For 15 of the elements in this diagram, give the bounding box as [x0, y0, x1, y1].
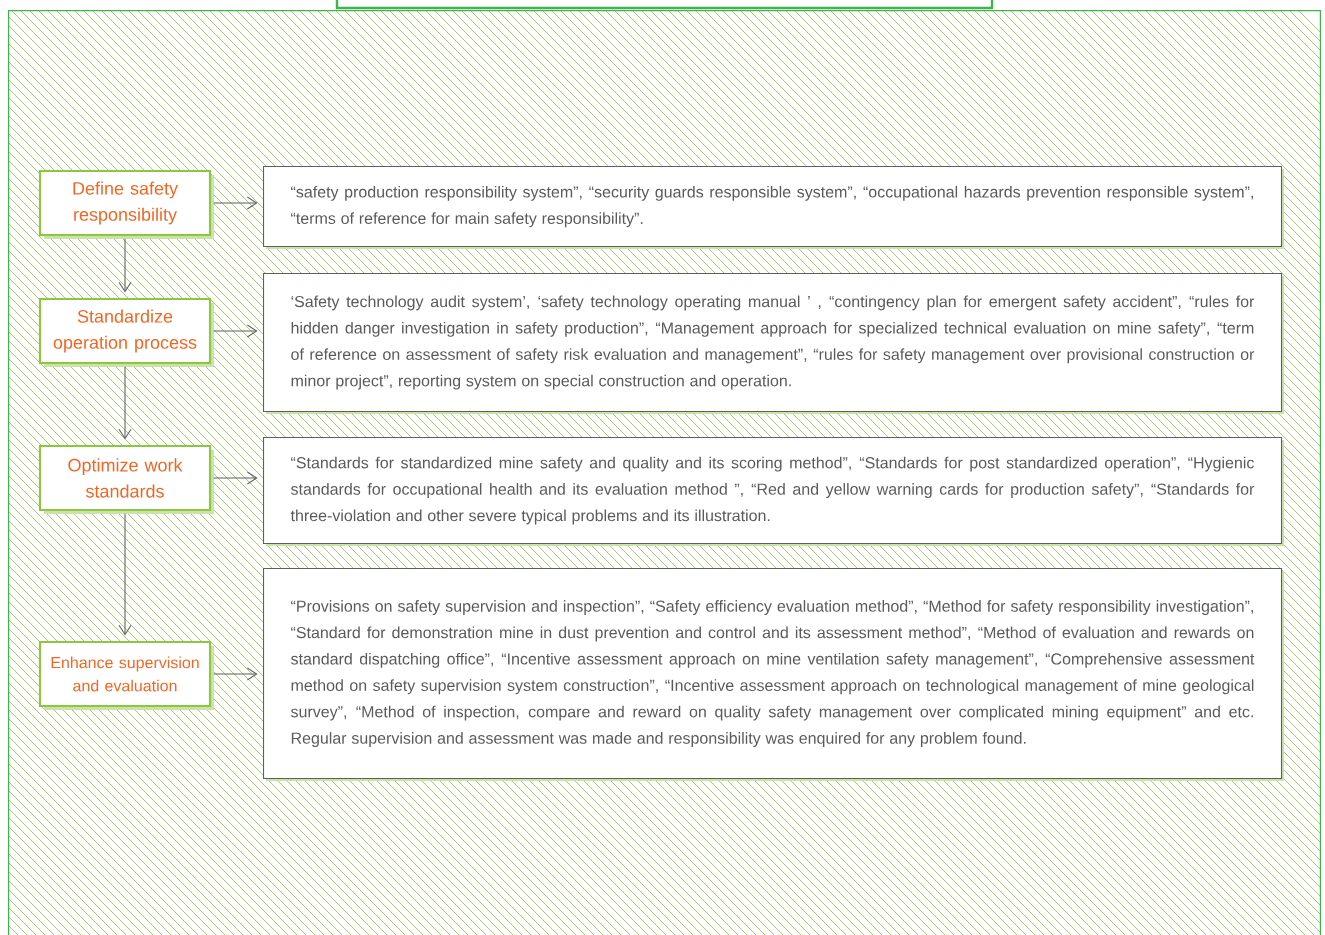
step-box: Optimize work standards — [38, 444, 214, 514]
description-box: “safety production responsibility system”, “security guards responsible system”, “occupational hazards prevention responsible system”, “terms of reference for main safety responsibility”. — [263, 166, 1284, 249]
arrow — [118, 513, 132, 636]
arrow — [213, 667, 258, 681]
arrow — [118, 366, 132, 440]
description-box: “Provisions on safety supervision and inspection”, “Safety efficiency evaluation method”, “Method for safety responsibility investigation”, “Standard for demonstration mine in dust prevention and control and its assessment method”, “Method of evaluation and rewards on standard dispatching office”, “Incentive assessment approach on mine ventilation safety management”, “Comprehensive assessment method on safety supervision system construction”, “Incentive assessment approach on technological management of mine geological survey”, “Method of inspection, compare and reward on quality safety management over complicated mining equipment” and etc. Regular supervision and assessment was made and responsibility was enquired for any problem found. — [263, 568, 1284, 781]
step-box: Enhance supervision and evaluation — [38, 640, 214, 710]
arrow — [118, 238, 132, 293]
step-box: Standardize operation process — [38, 297, 214, 367]
step-box: Define safety responsibility — [38, 169, 214, 239]
description-box: ‘Safety technology audit system’, ‘safety technology operating manual ’ , “contingency plan for emergent safety accident”, “rules for hidden danger investigation in safety production”, “Management approach for specialized technical evaluation on mine safety”, “term of reference on assessment of safety risk evaluation and management”, “rules for safety management over provisional construction or minor project”, reporting system on special construction and operation. — [263, 273, 1284, 414]
description-box: “Standards for standardized mine safety and quality and its scoring method”, “Standards for post standardized operation”, “Hygienic standards for occupational health and its evaluation method ”, “Red and yellow warning cards for production safety”, “Standards for three-violation and other severe typical problems and its illustration. — [263, 437, 1284, 546]
arrow — [213, 196, 258, 210]
arrow — [213, 324, 258, 338]
arrow — [213, 471, 258, 485]
